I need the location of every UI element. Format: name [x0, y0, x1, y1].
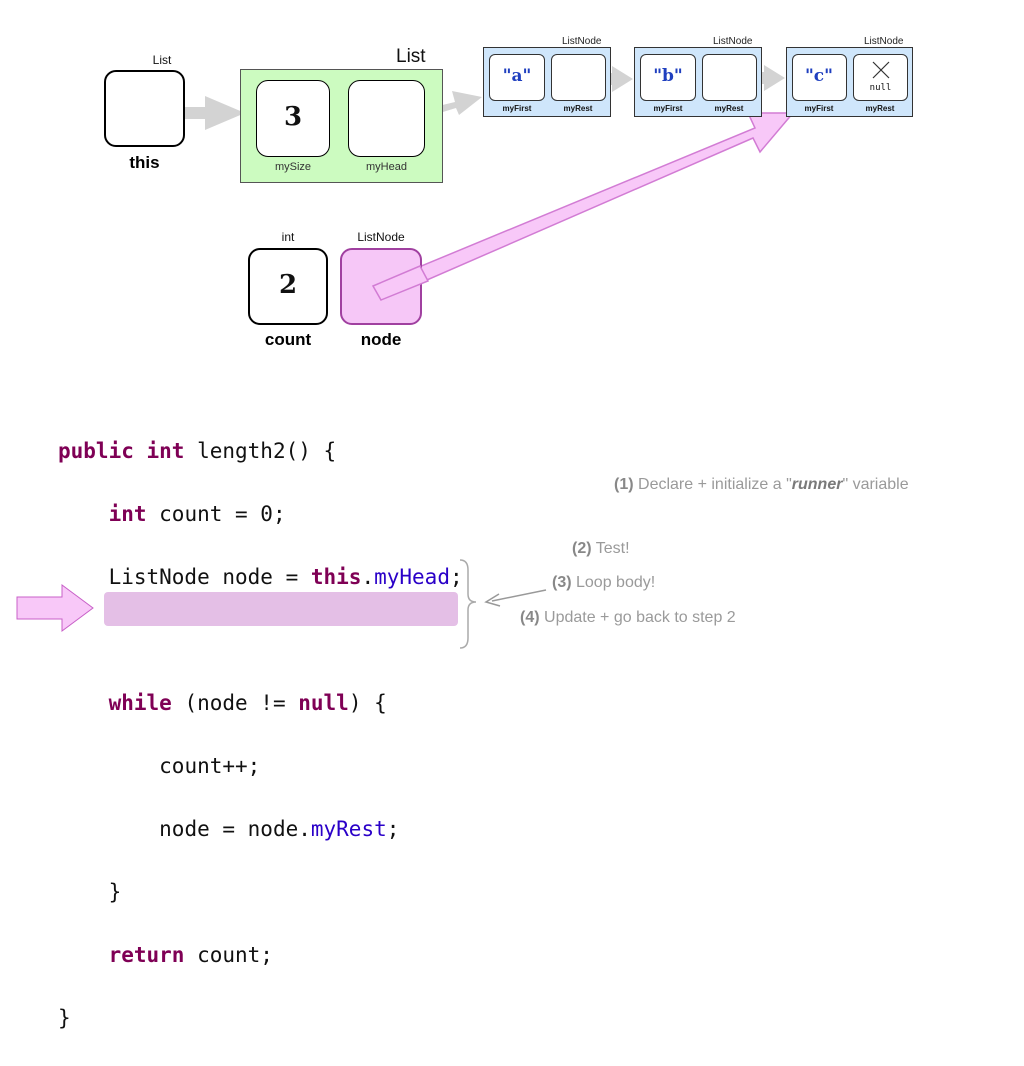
node-to-third-node-arrow — [371, 112, 795, 301]
count-type-label: int — [281, 230, 295, 244]
node-var-name: node — [360, 330, 402, 349]
null-cross-icon — [872, 61, 890, 79]
myhead-field-box — [348, 80, 425, 157]
count-var-name: count — [264, 330, 312, 349]
code-line-10: } — [58, 1005, 71, 1030]
node-pointer-stem — [371, 265, 430, 301]
this-var-name: this — [129, 153, 160, 172]
node-b-myrest-cell — [702, 54, 757, 101]
this-type-label: List — [152, 53, 172, 67]
node-a-myfirst-cell — [489, 54, 545, 101]
this-to-list-arrow — [145, 96, 245, 130]
loop-body-brace — [459, 559, 477, 649]
this-box — [104, 70, 185, 147]
code-line-2: int count = 0; — [108, 501, 286, 526]
node-c-value: "c" — [804, 66, 834, 86]
node-a-type-label: ListNode — [562, 36, 602, 47]
node-var-type-label: ListNode — [357, 230, 405, 244]
code-line-6: count++; — [159, 753, 261, 778]
node-c-myfirst-label: myFirst — [804, 104, 834, 113]
code-line-3: ListNode node = this.myHead; — [108, 564, 463, 589]
list-type-label: List — [396, 46, 426, 67]
node-b-myrest-label: myRest — [714, 104, 744, 113]
node-c-myrest-label: myRest — [865, 104, 895, 113]
node-c-myrest-cell: null — [853, 54, 908, 101]
node-c-null-value: null — [869, 83, 892, 93]
note-step-1: (1) Declare + initialize a "runner" vari… — [614, 476, 909, 493]
loop-body-pointer-head — [484, 593, 501, 607]
code-line-4 — [58, 625, 463, 657]
node-b-myfirst-label: myFirst — [653, 104, 683, 113]
mysize-field-label: mySize — [274, 161, 312, 173]
node-c-type-label: ListNode — [864, 36, 904, 47]
current-line-pointer-arrow — [16, 584, 94, 632]
code-block: public int length2() { int count = 0; Li… — [58, 404, 463, 1066]
note-step-2: (2) Test! — [572, 540, 630, 557]
node-pointer-overlay — [371, 265, 430, 301]
count-box — [248, 248, 328, 325]
myhead-field-label: myHead — [366, 161, 407, 173]
node-b-myfirst-cell — [640, 54, 696, 101]
code-line-8: } — [108, 879, 122, 904]
count-value: 2 — [278, 270, 298, 300]
node-a-myrest-cell — [551, 54, 606, 101]
node-a-myrest-label: myRest — [563, 104, 593, 113]
code-line-7: node = node.myRest; — [159, 816, 400, 841]
mysize-value: 3 — [283, 102, 303, 132]
code-line-1: public int length2() { — [58, 438, 337, 463]
node-b-type-label: ListNode — [713, 36, 753, 47]
code-line-9: return count; — [108, 942, 273, 967]
node-c-myfirst-cell — [792, 54, 847, 101]
node-b-value: "b" — [653, 66, 683, 86]
node-a-value: "a" — [502, 66, 532, 86]
code-line-5: while (node != null) { — [108, 690, 387, 715]
mysize-field-box — [256, 80, 330, 157]
loop-body-pointer-line — [491, 589, 547, 602]
current-line-highlight — [104, 592, 458, 626]
note-step-4: (4) Update + go back to step 2 — [520, 609, 736, 626]
note-step-3: (3) Loop body! — [552, 574, 656, 591]
node-a-myfirst-label: myFirst — [502, 104, 532, 113]
